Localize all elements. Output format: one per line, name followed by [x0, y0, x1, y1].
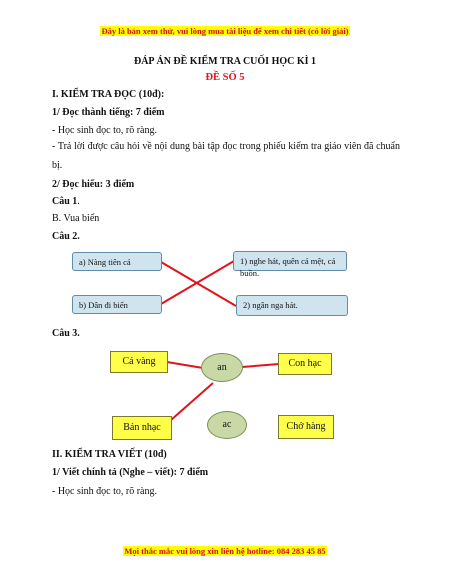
word-box-con-hac: Con hạc [278, 353, 332, 375]
comprehension-heading: 2/ Đọc hiểu: 3 điểm [52, 179, 135, 190]
question-1-answer: B. Vua biển [52, 213, 100, 224]
dictation-heading: 1/ Viết chính tả (Nghe – viết): 7 điểm [52, 467, 209, 478]
match-left-a: a) Nàng tiên cá [72, 252, 162, 271]
question-3-label: Câu 3. [52, 328, 80, 339]
preview-banner-text: Đây là bản xem thử, vui lòng mua tài liệ… [100, 26, 350, 36]
match-right-2: 2) ngân nga hát. [236, 295, 348, 316]
hotline-banner: Mọi thắc mắc vui lòng xin liên hệ hotlin… [0, 546, 450, 556]
connector-cavang-an [166, 361, 204, 369]
reading-aloud-bullet-2: - Trả lời được câu hỏi về nội dung bài t… [52, 141, 400, 171]
hotline-banner-text: Mọi thắc mắc vui lòng xin liên hệ hotlin… [123, 546, 327, 556]
question-2-label: Câu 2. [52, 231, 80, 242]
section-1-heading: I. KIỂM TRA ĐỌC (10đ): [52, 89, 165, 100]
question-1-label: Câu 1 [52, 196, 78, 207]
word-box-cho-hang: Chở hàng [278, 415, 334, 439]
reading-aloud-heading: 1/ Đọc thành tiếng: 7 điểm [52, 107, 165, 118]
page-title: ĐÁP ÁN ĐỀ KIỂM TRA CUỐI HỌC KÌ 1 [133, 56, 317, 67]
word-box-ca-vang: Cá vàng [110, 351, 168, 373]
word-box-ban-nhac: Bản nhạc [112, 416, 172, 440]
connector-a-2 [160, 261, 237, 307]
dictation-bullet-1: - Học sinh đọc to, rõ ràng. [52, 486, 157, 497]
page-subtitle: ĐỀ SỐ 5 [205, 72, 245, 83]
match-right-1: 1) nghe hát, quên cá mệt, cá buồn. [233, 251, 347, 278]
rhyme-oval-an: an [201, 353, 243, 382]
match-left-b: b) Dân đi biển [72, 295, 162, 314]
connector-bannhac-an [170, 382, 214, 421]
connector-b-1 [160, 260, 235, 305]
section-2-heading: II. KIỂM TRA VIẾT (10đ) [52, 449, 167, 460]
reading-aloud-bullet-1: - Học sinh đọc to, rõ ràng. [52, 125, 157, 136]
rhyme-oval-ac: ac [207, 411, 247, 439]
connector-an-conhac [241, 363, 280, 368]
question-1: Câu 1. [52, 196, 80, 208]
question-1-dot: . [77, 196, 80, 207]
preview-banner: Đây là bản xem thử, vui lòng mua tài liệ… [0, 26, 450, 36]
